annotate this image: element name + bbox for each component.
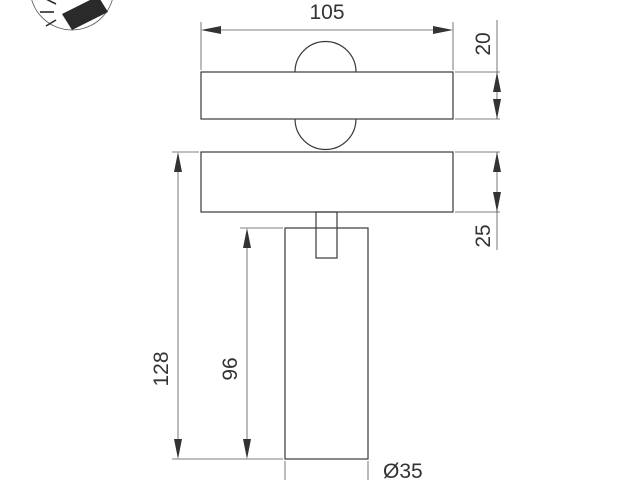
side-view-spot-body bbox=[284, 227, 369, 460]
top-view: 105 20 bbox=[200, 1, 501, 151]
spotlight-badge bbox=[31, 0, 113, 31]
total-height-dimension: 128 bbox=[150, 151, 283, 460]
spot-height-dimension: 96 bbox=[219, 227, 283, 459]
side-view-stem bbox=[315, 211, 338, 259]
base-height-dimension-label: 25 bbox=[472, 224, 495, 247]
top-view-body bbox=[200, 71, 454, 120]
diameter-dimension-label: Ø35 bbox=[383, 460, 423, 480]
total-height-dimension-label: 128 bbox=[150, 351, 173, 386]
width-dimension: 105 bbox=[200, 1, 454, 70]
top-view-round-mount bbox=[294, 40, 357, 73]
spot-height-dimension-label: 96 bbox=[219, 357, 242, 380]
spotlight-icon bbox=[40, 0, 108, 30]
top-height-dimension-label: 20 bbox=[472, 32, 495, 55]
diameter-dimension: Ø35 bbox=[284, 460, 423, 480]
top-height-dimension: 20 bbox=[455, 20, 501, 120]
base-height-dimension: 25 bbox=[455, 151, 501, 250]
side-view-base bbox=[200, 151, 454, 213]
side-view: 25 128 96 Ø35 bbox=[150, 151, 501, 480]
width-dimension-label: 105 bbox=[309, 1, 344, 24]
